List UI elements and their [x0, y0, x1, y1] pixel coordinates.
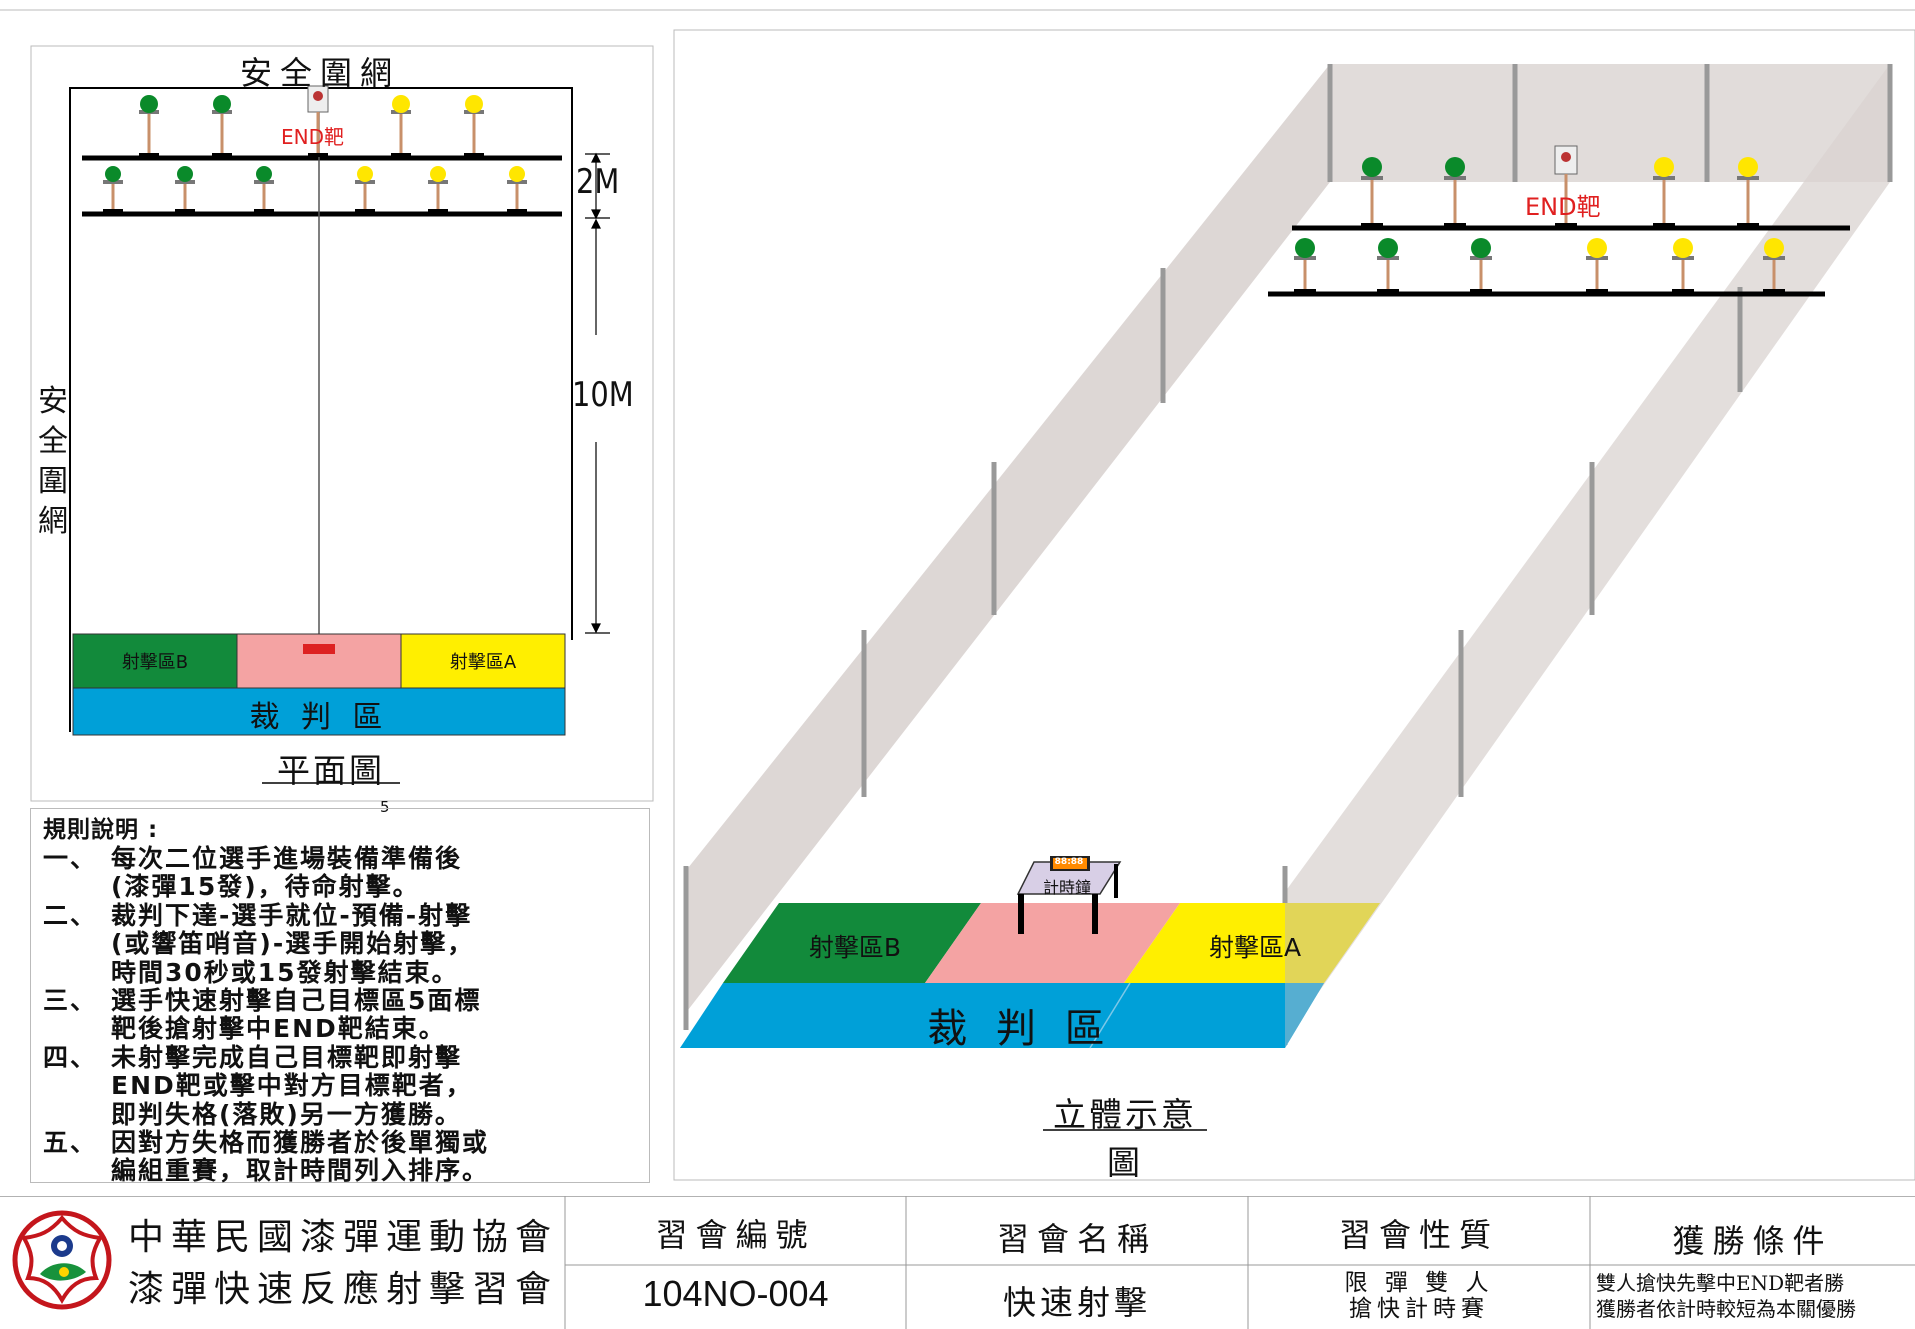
plan-zone-b-label: 射擊區B — [121, 652, 189, 673]
persp-zone-a-label: 射擊區A — [1208, 933, 1302, 962]
header-name: 習會名稱 — [996, 1220, 1157, 1258]
persp-zone-b — [723, 903, 981, 983]
green-target — [1294, 238, 1316, 293]
rule-number: 二、 — [43, 900, 98, 930]
persp-zone-middle — [925, 903, 1180, 983]
rule-item: 一、 每次二位選手進場裝備準備後(漆彈15發)，待命射擊。 — [43, 844, 637, 902]
perspective-panel — [673, 29, 1915, 1181]
rule-line: END靶或擊中對方目標靶者， — [111, 1071, 473, 1101]
yellow-target — [1672, 238, 1694, 293]
perspective-net-back — [1330, 64, 1890, 182]
timer-marker — [303, 644, 335, 654]
persp-end-target-label: END靶 — [1525, 193, 1601, 221]
plan-end-target-label: END靶 — [281, 125, 344, 149]
end-target-icon — [307, 85, 329, 157]
yellow-target — [1653, 157, 1675, 227]
plan-zone-a — [400, 633, 566, 689]
green-target — [1377, 238, 1399, 293]
rule-line: (漆彈15發)，待命射擊。 — [111, 872, 420, 902]
nature-value-line2: 搶快計時賽 — [1349, 1296, 1489, 1322]
rule-line: 每次二位選手進場裝備準備後 — [111, 844, 463, 873]
persp-targets-back-row — [1361, 145, 1759, 227]
rule-line: 即判失格(落敗)另一方獲勝。 — [111, 1099, 462, 1129]
nature-value-line1: 限 彈 雙 人 — [1344, 1270, 1494, 1296]
plan-caption: 平面圖 — [277, 751, 385, 790]
timer-label: 計時鐘 — [1042, 878, 1091, 897]
rule-item: 五、 因對方失格而獲勝者於後單獨或編組重賽，取計時間列入排序。 — [43, 1128, 637, 1186]
green-target — [1470, 238, 1492, 293]
rule-number: 一、 — [43, 844, 98, 873]
rule-item: 三、 選手快速射擊自己目標區5面標靶後搶射擊中END靶結束。 — [43, 986, 637, 1044]
rule-line: 因對方失格而獲勝者於後單獨或 — [111, 1128, 490, 1158]
plan-dim-2m: 2M — [576, 162, 620, 202]
header-code: 習會編號 — [655, 1216, 816, 1254]
persp-judge-area-label: 裁 判 區 — [927, 1006, 1113, 1052]
plan-judge-area — [72, 687, 566, 736]
association-emblem-icon — [12, 1210, 112, 1310]
end-target-icon — [1554, 145, 1578, 227]
plan-zone-a-label: 射擊區A — [449, 652, 517, 673]
yellow-target — [507, 166, 527, 213]
yellow-target — [1763, 238, 1785, 293]
win-value-line2: 獲勝者依計時較短為本關優勝 — [1596, 1297, 1856, 1321]
rule-line: 選手快速射擊自己目標區5面標 — [111, 986, 482, 1016]
plan-side-net-label: 安全圍網 — [38, 384, 68, 539]
rule-number: 四、 — [43, 1042, 98, 1072]
rules-heading: 規則說明 : — [43, 817, 159, 843]
rule-number: 五、 — [43, 1128, 98, 1158]
org-name-line2: 漆彈快速反應射擊習會 — [128, 1269, 559, 1310]
rule-line: 時間30秒或15發射擊結束。 — [111, 957, 459, 987]
code-value: 104NO-004 — [642, 1273, 829, 1314]
persp-zone-b-label: 射擊區B — [808, 933, 902, 962]
rule-line: 靶後搶射擊中END靶結束。 — [111, 1014, 446, 1044]
win-value-line1: 雙人搶快先擊中END靶者勝 — [1596, 1271, 1845, 1295]
org-name-line1: 中華民國漆彈運動協會 — [128, 1217, 559, 1258]
yellow-target — [391, 95, 411, 157]
rule-line: 未射擊完成自己目標靶即射擊 — [111, 1042, 463, 1072]
rule-number: 三、 — [43, 986, 98, 1016]
yellow-target — [464, 95, 484, 157]
perspective-caption: 立體示意圖 — [1053, 1095, 1197, 1182]
rules-panel: 規則說明 : 一、 每次二位選手進場裝備準備後(漆彈15發)，待命射擊。 二、 … — [30, 808, 650, 1186]
plan-targets-back-row — [139, 85, 484, 157]
green-target — [175, 166, 195, 213]
green-target — [1361, 157, 1383, 227]
green-target — [1444, 157, 1466, 227]
rule-line: (或響笛哨音)-選手開始射擊， — [111, 929, 475, 959]
name-value: 快速射擊 — [1003, 1283, 1151, 1322]
plan-panel — [30, 45, 654, 802]
yellow-target — [428, 166, 448, 213]
green-target — [212, 95, 232, 157]
rule-line: 編組重賽，取計時間列入排序。 — [111, 1156, 490, 1186]
timer-display: 88:88 — [1054, 857, 1084, 867]
dimension-2m — [585, 152, 610, 220]
persp-targets-front-row — [1294, 238, 1785, 293]
rule-line: 裁判下達-選手就位-預備-射擊 — [111, 900, 473, 930]
plan-zone-b — [72, 633, 238, 689]
green-target — [254, 166, 274, 213]
plan-zone-middle — [236, 633, 402, 689]
green-target — [103, 166, 123, 213]
yellow-target — [1586, 238, 1608, 293]
plan-top-net-label: 安全圍網 — [240, 54, 401, 92]
perspective-net-left — [684, 64, 1330, 1010]
yellow-target — [355, 166, 375, 213]
header-win-condition: 獲勝條件 — [1672, 1222, 1833, 1260]
green-target — [139, 95, 159, 157]
timer-table — [1016, 856, 1122, 934]
yellow-target — [1737, 157, 1759, 227]
header-nature: 習會性質 — [1338, 1216, 1499, 1254]
persp-judge-area — [680, 983, 1324, 1048]
plan-dim-10m: 10M — [572, 375, 634, 415]
plan-judge-area-label: 裁 判 區 — [249, 700, 389, 735]
dimension-10m — [585, 218, 610, 634]
plan-targets-front-row — [103, 166, 527, 213]
rule-item: 二、 裁判下達-選手就位-預備-射擊(或響笛哨音)-選手開始射擊，時間30秒或1… — [43, 900, 637, 987]
page-number: 5 — [380, 798, 390, 816]
footer-title-block: 中華民國漆彈運動協會 漆彈快速反應射擊習會 習會編號 習會名稱 習會性質 獲勝條… — [0, 1196, 1915, 1329]
